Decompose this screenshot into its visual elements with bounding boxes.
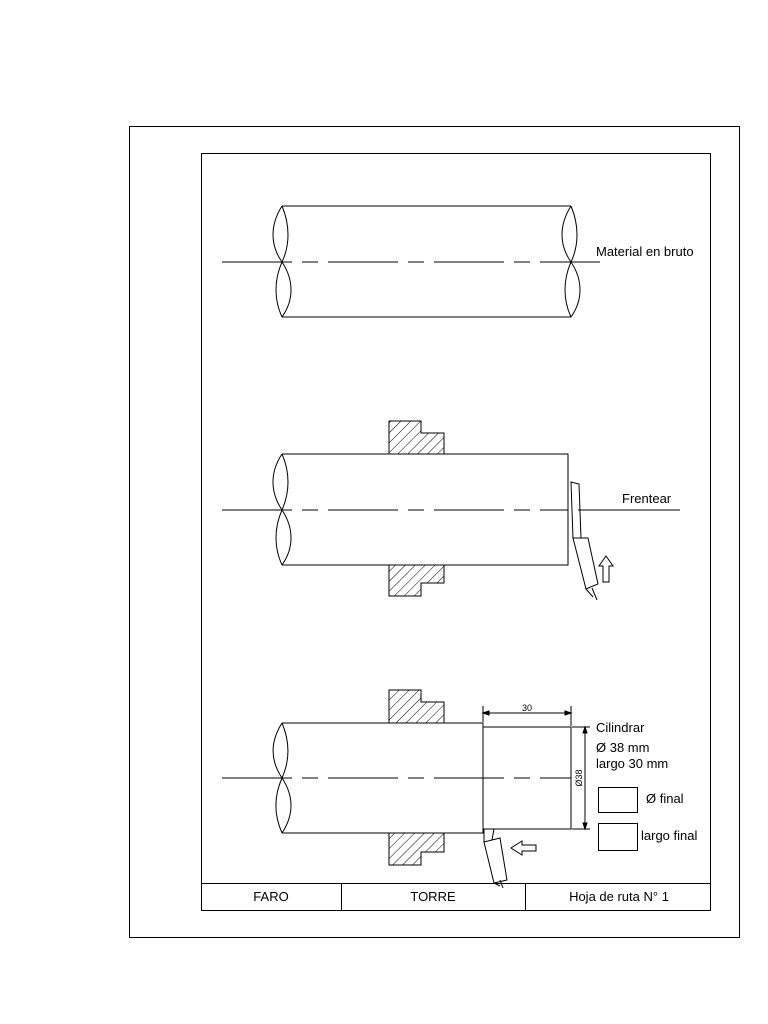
stage-facing <box>222 420 680 601</box>
raw-bar-shape <box>282 205 571 318</box>
outer-frame <box>129 126 740 938</box>
final-length-checkbox[interactable] <box>598 823 638 851</box>
turning-jaw-bottom <box>388 832 445 866</box>
turning-tool <box>483 828 508 889</box>
turning-spec-length: largo 30 mm <box>596 756 668 771</box>
facing-feed-arrow-icon <box>598 555 614 583</box>
turning-feed-arrow-icon <box>510 840 537 856</box>
raw-material-label: Material en bruto <box>596 244 694 259</box>
final-diameter-label: Ø final <box>646 791 684 806</box>
title-block <box>201 883 711 911</box>
inner-frame <box>201 153 711 911</box>
facing-tool <box>570 481 599 601</box>
turning-jaw-top <box>388 689 445 724</box>
length-dimension-value: 30 <box>522 703 532 713</box>
title-block-center: TORRE <box>410 889 456 904</box>
final-length-label: largo final <box>641 828 697 843</box>
turning-label: Cilindrar <box>596 720 645 735</box>
stage-raw-material <box>222 205 600 318</box>
stage-turning <box>222 689 638 889</box>
title-block-right: Hoja de ruta N° 1 <box>569 889 669 904</box>
final-diameter-checkbox[interactable] <box>598 787 638 813</box>
turning-spec-diameter: Ø 38 mm <box>596 740 649 755</box>
title-block-left: FARO <box>253 889 288 904</box>
diameter-dimension-value: Ø38 <box>574 769 584 786</box>
facing-jaw-bottom <box>388 564 445 597</box>
facing-jaw-top <box>388 420 445 455</box>
facing-label: Frentear <box>622 491 672 506</box>
